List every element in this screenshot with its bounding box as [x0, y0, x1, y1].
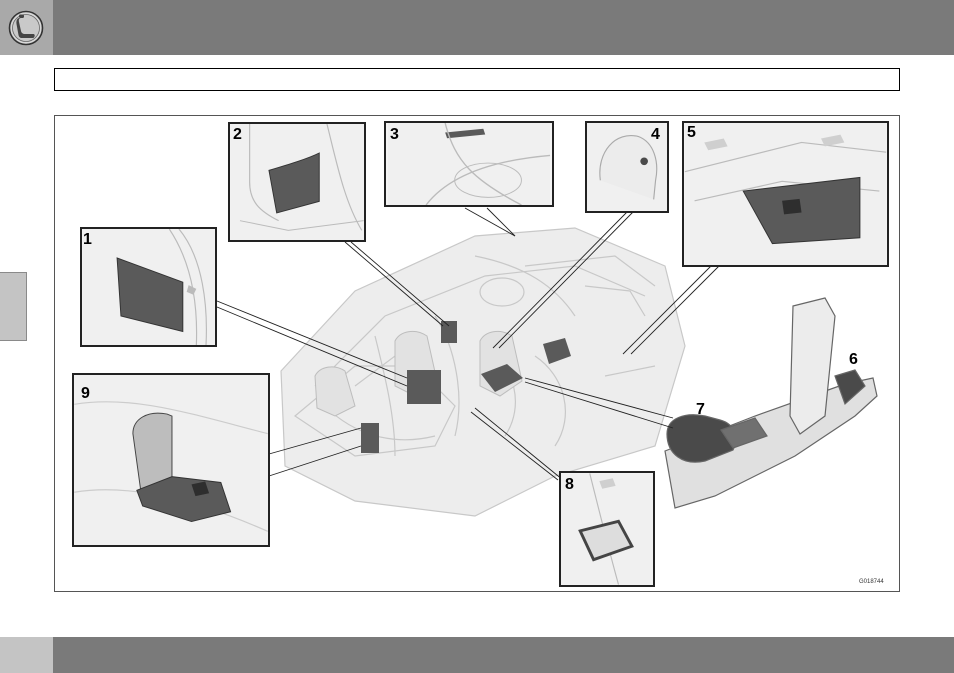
page-number-box	[0, 637, 53, 673]
inset-glovebox	[682, 121, 889, 267]
chapter-icon-box	[0, 0, 53, 55]
callout-3: 3	[390, 127, 399, 143]
callout-9: 9	[81, 386, 90, 402]
callout-6: 6	[849, 352, 858, 368]
inset-door-pocket	[228, 122, 366, 242]
callout-8: 8	[565, 477, 574, 493]
callout-1: 1	[83, 232, 92, 248]
inset-ticket-holder	[384, 121, 554, 207]
figure-code: G018744	[859, 579, 884, 585]
callout-7: 7	[696, 402, 705, 418]
inset-seat-back-pocket	[80, 227, 217, 347]
footer-bar	[0, 637, 954, 673]
storage-illustration: 1 2 3 4 5 6 7 8 9 G018744	[54, 115, 900, 592]
callout-4: 4	[651, 127, 660, 143]
rear-pocket-highlight	[361, 423, 379, 453]
header-bar	[0, 0, 954, 55]
callout-2: 2	[233, 127, 242, 143]
inset-armrest-storage	[72, 373, 270, 547]
door-pocket-highlight	[441, 321, 457, 343]
seat-pocket-highlight	[407, 370, 441, 404]
chapter-tab[interactable]	[0, 272, 27, 341]
callout-5: 5	[687, 125, 696, 141]
seat-icon	[8, 10, 44, 46]
section-title-box	[54, 68, 900, 91]
